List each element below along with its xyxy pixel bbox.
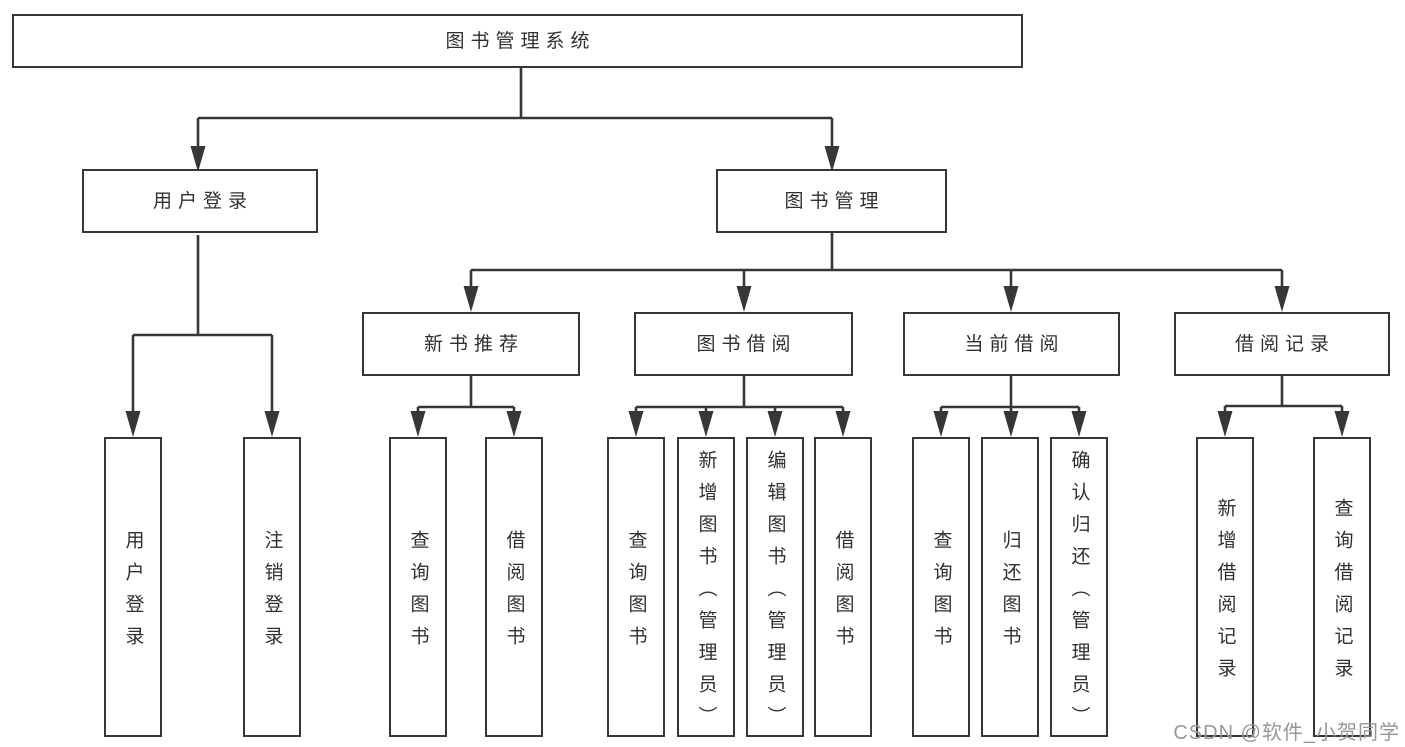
node-book-borrowing: 图书借阅	[634, 312, 853, 376]
node-label: 图书管理	[784, 190, 885, 212]
node-label: 用户登录	[152, 190, 253, 212]
node-label: 新书推荐	[423, 333, 524, 355]
node-leaf-records-add-record: 新增借阅记录	[1196, 437, 1254, 737]
node-leaf-borrow-add-books-admin: 新增图书（管理员）	[677, 437, 735, 738]
node-leaf-logout: 注销登录	[243, 437, 301, 737]
node-leaf-current-confirm-return-admin: 确认归还（管理员）	[1050, 437, 1108, 738]
node-leaf-records-query-record: 查询借阅记录	[1313, 437, 1371, 737]
node-leaf-current-return-books: 归还图书	[981, 437, 1039, 737]
node-user-login: 用户登录	[82, 169, 318, 233]
node-leaf-newrec-query-books: 查询图书	[389, 437, 447, 737]
node-new-book-recommendation: 新书推荐	[362, 312, 580, 376]
node-leaf-borrow-query-books: 查询图书	[607, 437, 665, 737]
node-borrowing-records: 借阅记录	[1174, 312, 1390, 376]
node-label: 借阅图书	[503, 529, 525, 658]
connector-arrowheads	[125, 146, 1350, 437]
node-library-system: 图书管理系统	[12, 14, 1023, 68]
node-label: 查询借阅记录	[1331, 497, 1353, 690]
node-label: 图书借阅	[696, 333, 797, 355]
connector-lines	[131, 68, 1344, 414]
node-label: 确认归还（管理员）	[1068, 449, 1090, 738]
node-leaf-user-login: 用户登录	[104, 437, 162, 737]
node-label: 借阅图书	[832, 529, 854, 658]
node-label: 编辑图书（管理员）	[764, 449, 786, 738]
node-label: 图书管理系统	[445, 30, 596, 52]
node-label: 查询图书	[930, 529, 952, 658]
node-current-borrowing: 当前借阅	[903, 312, 1120, 376]
node-leaf-borrow-edit-books-admin: 编辑图书（管理员）	[746, 437, 804, 738]
node-leaf-newrec-borrow-books: 借阅图书	[485, 437, 543, 737]
node-book-management: 图书管理	[716, 169, 947, 233]
node-label: 查询图书	[407, 529, 429, 658]
node-label: 归还图书	[999, 529, 1021, 658]
node-leaf-current-query-books: 查询图书	[912, 437, 970, 737]
node-label: 查询图书	[625, 529, 647, 658]
node-label: 借阅记录	[1234, 333, 1335, 355]
node-label: 新增借阅记录	[1214, 497, 1236, 690]
node-leaf-borrow-borrow-books: 借阅图书	[814, 437, 872, 737]
node-label: 新增图书（管理员）	[695, 449, 717, 738]
watermark-text: CSDN @软件_小贺同学	[1173, 722, 1400, 744]
node-label: 注销登录	[261, 529, 283, 658]
node-label: 当前借阅	[964, 333, 1065, 355]
node-label: 用户登录	[122, 529, 144, 658]
